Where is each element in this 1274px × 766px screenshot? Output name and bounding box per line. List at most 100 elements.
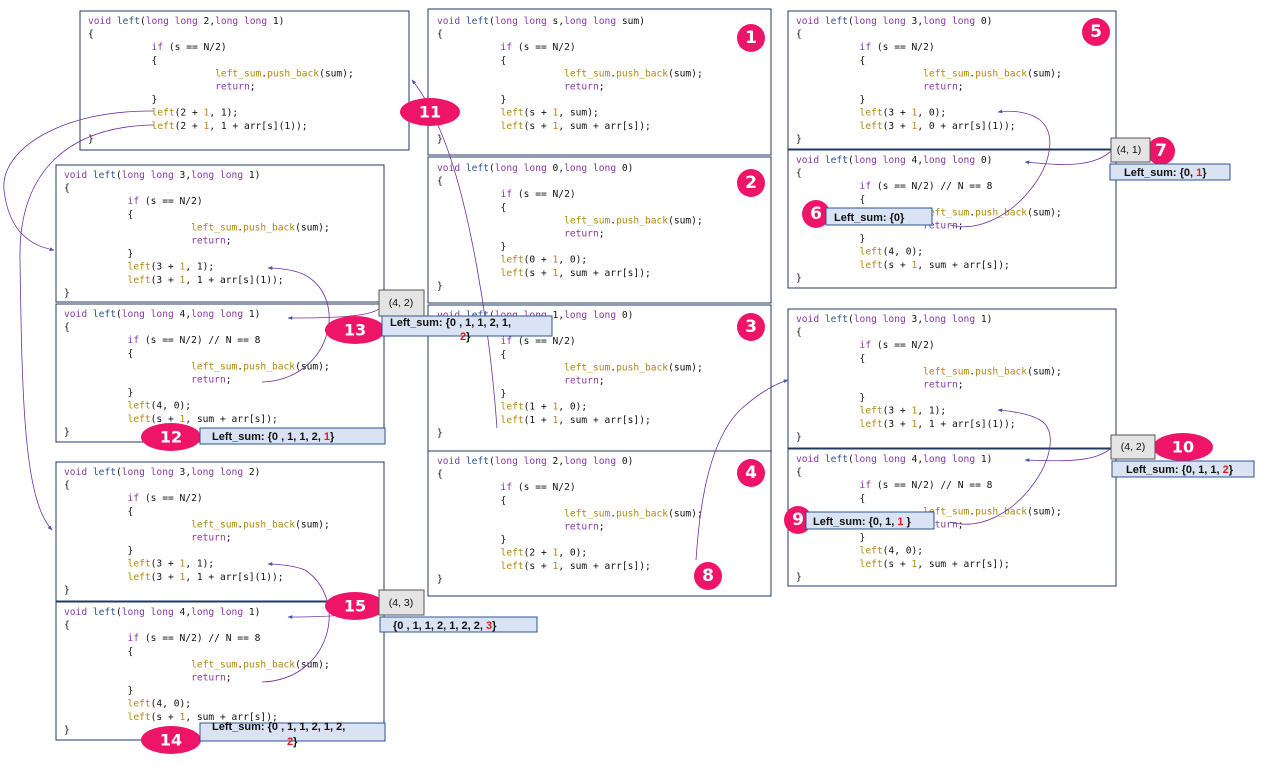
- code-token: , 0);: [558, 255, 587, 266]
- code-token: long long: [854, 454, 912, 465]
- code-token: return: [191, 236, 226, 247]
- code-token: long long: [923, 314, 981, 325]
- code-token: 1,: [553, 310, 565, 321]
- code-token: 1: [553, 402, 559, 413]
- code-token: (3 +: [151, 572, 180, 583]
- svg-text:void left(long long s,long lon: void left(long long s,long long sum){ if…: [437, 16, 703, 145]
- code-token: , 1);: [185, 262, 214, 273]
- code-token: .: [610, 68, 616, 79]
- code-token: if: [501, 189, 518, 200]
- code-token: left_sum: [191, 361, 237, 372]
- code-token: , sum + arr[s]);: [558, 561, 650, 572]
- code-token: , 1 + arr[s](1));: [917, 419, 1015, 430]
- state-pair: (4, 2): [1121, 441, 1146, 453]
- code-token: .: [237, 361, 243, 372]
- code-token: [437, 376, 564, 387]
- code-token: (s +: [524, 561, 553, 572]
- code-token: [796, 247, 860, 258]
- code-token: , sum + arr[s]);: [185, 414, 277, 425]
- code-token: , sum);: [558, 108, 598, 119]
- code-token: (: [116, 309, 122, 320]
- code-token: 2): [249, 467, 261, 478]
- code-token: {: [437, 349, 506, 360]
- step-badge-15: 15: [325, 592, 385, 620]
- code-token: return: [923, 221, 958, 232]
- code-token: left: [93, 170, 116, 181]
- code-token: left: [825, 16, 848, 27]
- code-token: 1: [912, 406, 918, 417]
- code-token: long long: [191, 467, 249, 478]
- code-token: if: [128, 335, 145, 346]
- code-token: 1): [249, 309, 261, 320]
- code-token: (3 +: [151, 559, 180, 570]
- code-token: left: [466, 163, 489, 174]
- code-token: [437, 362, 564, 373]
- code-token: , 0);: [558, 548, 587, 559]
- code-token: .: [610, 215, 616, 226]
- code-token: 0,: [553, 163, 565, 174]
- code-token: [88, 68, 215, 79]
- code-token: push_back: [616, 508, 668, 519]
- code-token: (s +: [151, 414, 180, 425]
- code-token: left: [93, 467, 116, 478]
- code-token: left_sum: [215, 68, 261, 79]
- svg-text:void left(long long 3,long lon: void left(long long 3,long long 1){ if (…: [64, 170, 330, 299]
- code-token: [64, 222, 191, 233]
- code-token: [64, 401, 128, 412]
- code-token: [437, 402, 501, 413]
- svg-text:void left(long long 4,long lon: void left(long long 4,long long 0){ if (…: [796, 155, 1062, 284]
- code-token: void: [64, 467, 93, 478]
- code-token: .: [237, 659, 243, 670]
- code-token: (: [848, 314, 854, 325]
- code-token: push_back: [267, 68, 319, 79]
- code-token: (s == N/2) // N == 8: [145, 335, 261, 346]
- code-token: [437, 415, 501, 426]
- code-token: {: [88, 55, 157, 66]
- code-token: left: [825, 155, 848, 166]
- code-token: void: [437, 16, 466, 27]
- code-token: long long: [495, 16, 553, 27]
- code-token: (sum);: [319, 68, 354, 79]
- code-token: [796, 380, 923, 391]
- code-token: left: [860, 260, 883, 271]
- code-token: (: [848, 16, 854, 27]
- code-token: (: [848, 155, 854, 166]
- step-number: 4: [745, 463, 757, 483]
- code-token: 1: [553, 415, 559, 426]
- code-token: long long: [923, 16, 981, 27]
- code-token: if: [128, 196, 145, 207]
- step-number: 8: [702, 566, 714, 586]
- code-token: if: [501, 336, 518, 347]
- code-token: 0): [981, 155, 993, 166]
- code-token: long long: [122, 170, 180, 181]
- code-token: (3 +: [883, 121, 912, 132]
- code-token: 1): [249, 607, 261, 618]
- code-token: ;: [958, 82, 964, 93]
- code-token: ;: [958, 221, 964, 232]
- code-token: (: [116, 467, 122, 478]
- code-token: [796, 42, 860, 53]
- pair-box-4-1: (4, 1): [1110, 137, 1151, 163]
- code-token: {: [88, 29, 94, 40]
- code-token: }: [64, 585, 70, 596]
- code-token: if: [860, 480, 877, 491]
- code-token: [64, 375, 191, 386]
- code-token: 1: [553, 255, 559, 266]
- left-sum-label-step14: Left_sum: {0 , 1, 1, 2, 1, 2,2}: [199, 721, 386, 748]
- step-badge-7: 7: [1147, 137, 1175, 165]
- step-number: 14: [160, 731, 182, 750]
- code-token: push_back: [616, 215, 668, 226]
- code-token: [64, 236, 191, 247]
- step-badge-2: 2: [737, 169, 765, 197]
- code-token: , sum + arr[s]);: [558, 415, 650, 426]
- code-token: (: [848, 454, 854, 465]
- code-token: [796, 82, 923, 93]
- code-token: left: [117, 16, 140, 27]
- code-token: long long: [122, 309, 180, 320]
- code-token: 1: [180, 712, 186, 723]
- code-token: void: [796, 314, 825, 325]
- code-token: {: [796, 194, 865, 205]
- code-token: 0): [622, 456, 634, 467]
- code-token: left: [128, 275, 151, 286]
- pair-box-4-2-left: (4, 2): [378, 289, 425, 317]
